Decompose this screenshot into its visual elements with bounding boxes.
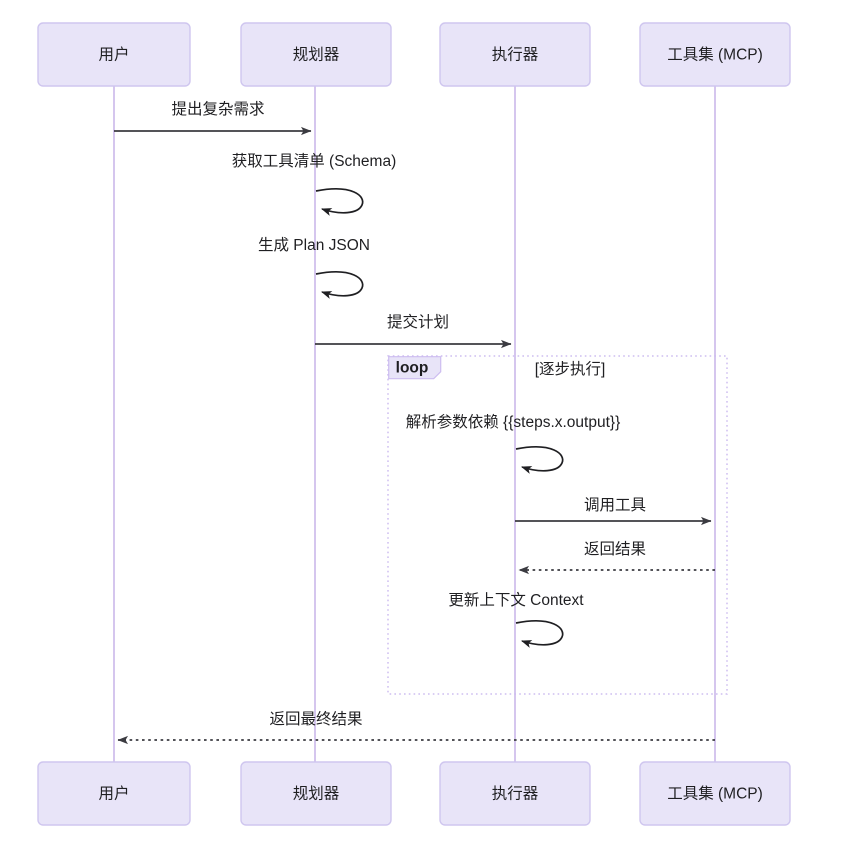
actor-label-toolset-bottom: 工具集 (MCP) [667, 785, 763, 803]
actor-header-toolset[interactable]: 工具集 (MCP) [639, 22, 791, 87]
actor-label-toolset-top: 工具集 (MCP) [667, 46, 763, 64]
message-label-m1: 提出复杂需求 [171, 100, 264, 118]
actor-box-planner-bottom[interactable] [240, 761, 392, 826]
message-m1: 提出复杂需求 [114, 100, 312, 136]
lifelines [113, 86, 716, 762]
actor-header-planner[interactable]: 规划器 [240, 22, 392, 87]
actor-label-executor-top: 执行器 [492, 46, 539, 64]
actor-box-planner-top[interactable] [240, 22, 392, 87]
actor-box-toolset-top[interactable] [639, 22, 791, 87]
actor-footer-user[interactable]: 用户 [37, 761, 191, 826]
message-label-m8: 更新上下文 Context [448, 591, 584, 609]
message-label-m6: 调用工具 [584, 496, 646, 514]
loop-condition-label: [逐步执行] [535, 360, 606, 378]
actor-footer-toolset[interactable]: 工具集 (MCP) [639, 761, 791, 826]
actor-footer-executor[interactable]: 执行器 [439, 761, 591, 826]
actor-footer-boxes: 用户 规划器 执行器 工具集 (MCP) [37, 761, 791, 826]
message-m6: 调用工具 [515, 496, 712, 526]
message-label-m4: 提交计划 [387, 313, 449, 331]
loop-tab-label: loop [396, 360, 429, 377]
loop-frame-border [387, 355, 728, 695]
message-label-m9: 返回最终结果 [269, 710, 362, 728]
message-m5: 解析参数依赖 {{steps.x.output}} [406, 413, 621, 474]
message-m8: 更新上下文 Context [448, 591, 584, 648]
message-m4: 提交计划 [315, 313, 512, 349]
self-loop-arc-m5 [515, 446, 564, 474]
actor-header-executor[interactable]: 执行器 [439, 22, 591, 87]
actor-label-planner-bottom: 规划器 [293, 785, 340, 803]
message-m2: 获取工具清单 (Schema) [232, 152, 397, 216]
message-label-m7: 返回结果 [584, 540, 646, 558]
message-m7: 返回结果 [518, 540, 715, 575]
actor-box-toolset-bottom[interactable] [639, 761, 791, 826]
actor-label-user-top: 用户 [98, 46, 129, 64]
actor-box-executor-bottom[interactable] [439, 761, 591, 826]
self-loop-arc-m3 [315, 271, 364, 299]
message-label-m5: 解析参数依赖 {{steps.x.output}} [406, 413, 621, 431]
loop-fragment: loop [逐步执行] [387, 355, 728, 695]
actor-header-user[interactable]: 用户 [37, 22, 191, 87]
actor-label-executor-bottom: 执行器 [492, 785, 539, 803]
loop-tab-shape [388, 356, 442, 380]
actor-header-boxes: 用户 规划器 执行器 工具集 (MCP) [37, 22, 791, 87]
actor-box-executor-top[interactable] [439, 22, 591, 87]
self-loop-arc-m2 [315, 188, 364, 216]
message-m9: 返回最终结果 [117, 710, 715, 745]
message-label-m3: 生成 Plan JSON [258, 236, 370, 254]
actor-footer-planner[interactable]: 规划器 [240, 761, 392, 826]
actor-label-user-bottom: 用户 [98, 785, 129, 803]
actor-label-planner-top: 规划器 [293, 46, 340, 64]
actor-box-user-top[interactable] [37, 22, 191, 87]
self-loop-arc-m8 [515, 620, 564, 648]
actor-box-user-bottom[interactable] [37, 761, 191, 826]
message-label-m2: 获取工具清单 (Schema) [232, 152, 397, 170]
message-m3: 生成 Plan JSON [258, 236, 370, 299]
